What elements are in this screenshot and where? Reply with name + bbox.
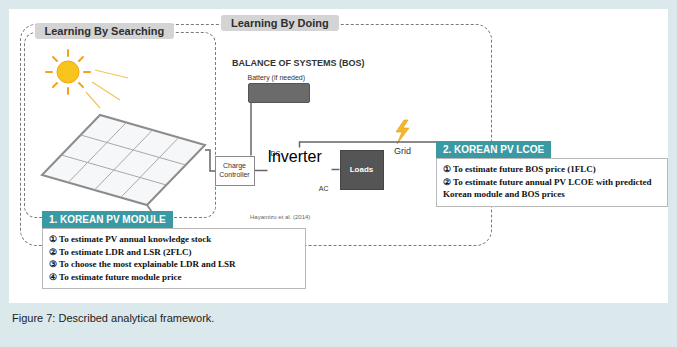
citation-note: Hayamizu et al. (2014) (250, 214, 310, 220)
section-heading: BALANCE OF SYSTEMS (BOS) (232, 58, 365, 68)
step-list-box: ① To estimate future BOS price (1FLC)② T… (436, 158, 668, 207)
loads-box: Loads (340, 150, 384, 190)
box-label: Inverter (268, 148, 332, 166)
battery-body (248, 83, 310, 103)
step-heading: 2. KOREAN PV LCOE (436, 141, 551, 158)
solar-panel (42, 115, 205, 212)
sun-rays (86, 70, 128, 108)
box-label: Loads (350, 165, 374, 174)
step-item: ① To estimate future BOS price (1FLC) (443, 163, 661, 176)
step-heading: 1. KOREAN PV MODULE (42, 211, 173, 228)
controller-box: Charge Controller (215, 156, 255, 186)
step-item: ③ To choose the most explainable LDR and… (49, 258, 299, 271)
panel-wire (205, 150, 215, 171)
step-panel: 2. KOREAN PV LCOE① To estimate future BO… (436, 139, 668, 207)
step-item: ② To estimate future annual PV LCOE with… (443, 176, 661, 201)
region-label: Learning By Searching (35, 23, 175, 39)
step-item: ② To estimate LDR and LSR (2FLC) (49, 246, 299, 259)
wire-connector (255, 170, 268, 172)
wire-connector (250, 103, 252, 156)
grid-label: Grid (394, 146, 411, 156)
box-label: Charge Controller (216, 162, 254, 178)
step-item: ④ To estimate future module price (49, 271, 299, 284)
battery-symbol: Battery (if needed) (248, 74, 310, 103)
region-label: Learning By Doing (221, 15, 339, 31)
box-label: AC (319, 185, 329, 192)
figure-caption: Figure 7: Described analytical framework… (12, 312, 214, 324)
wire-connector (332, 169, 340, 171)
learning-region: Learning By Searching (24, 32, 216, 218)
step-panel: 1. KOREAN PV MODULE① To estimate PV annu… (42, 209, 306, 289)
lightning-icon (396, 120, 409, 144)
sun-icon (46, 50, 90, 94)
inverter-box: DCInverterAC (268, 148, 332, 194)
wire-connector (300, 142, 437, 148)
box-label: Battery (if needed) (248, 74, 310, 81)
step-item: ① To estimate PV annual knowledge stock (49, 233, 299, 246)
step-list-box: ① To estimate PV annual knowledge stock②… (42, 228, 306, 289)
